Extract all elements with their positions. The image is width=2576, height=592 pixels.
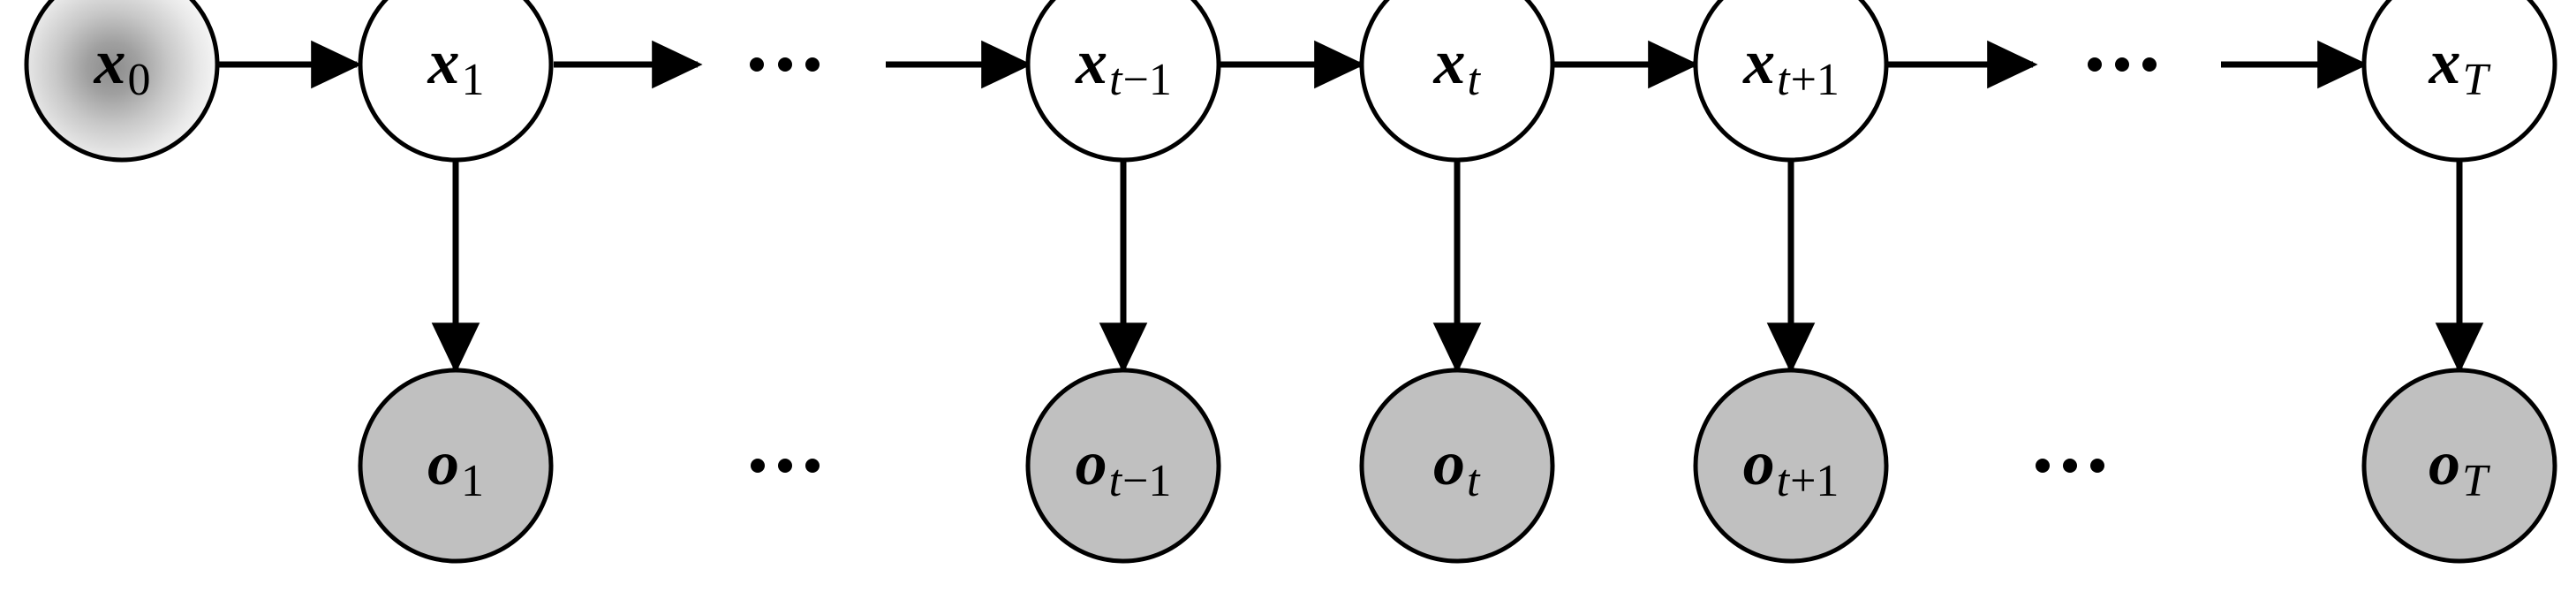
ellipses-group: [750, 57, 2157, 473]
latent-node-xt-plus-1: xt+1: [1693, 0, 1889, 163]
ellipsis-dot: [2036, 459, 2050, 473]
ellipsis-dot: [805, 57, 820, 72]
ellipsis-dot: [778, 459, 792, 473]
observed-node-circle: [1359, 368, 1555, 564]
observed-node-o1-label: o1: [427, 428, 484, 506]
latent-node-circle: [24, 0, 220, 163]
ellipsis-latent-left: [750, 57, 820, 72]
latent-node-xt: xt: [1359, 0, 1555, 163]
ellipsis-dot: [2088, 57, 2102, 72]
observed-node-ot-plus-1: ot+1: [1693, 368, 1889, 564]
ellipsis-dot: [2142, 57, 2157, 72]
observed-node-circle: [2361, 368, 2557, 564]
emission-edges-group: [431, 162, 2484, 374]
ellipsis-observed-right: [2036, 459, 2104, 473]
ellipsis-dot: [2115, 57, 2129, 72]
observed-nodes-group: o1 ot−1 ot ot+1 oT: [358, 368, 2557, 564]
latent-node-circle: [1359, 0, 1555, 163]
observed-node-circle: [1025, 368, 1221, 564]
ellipsis-dot: [778, 57, 792, 72]
latent-node-xt-minus-1: xt−1: [1025, 0, 1221, 163]
observed-node-o1: o1: [358, 368, 554, 564]
observed-node-ot: ot: [1359, 368, 1555, 564]
ellipsis-observed-left: [751, 459, 820, 473]
observed-node-ot-minus-1-label: ot−1: [1076, 428, 1172, 506]
latent-node-circle: [1025, 0, 1221, 163]
observed-node-ot-minus-1: ot−1: [1025, 368, 1221, 564]
latent-node-x0-label: x0: [94, 27, 151, 105]
ellipsis-dot: [2063, 459, 2077, 473]
ellipsis-dot: [751, 459, 765, 473]
observed-node-circle: [1693, 368, 1889, 564]
observed-node-oT-label: oT: [2429, 428, 2490, 506]
latent-node-xt-minus-1-label: xt−1: [1075, 27, 1172, 105]
latent-node-xT: xT: [2361, 0, 2557, 163]
latent-node-circle: [358, 0, 554, 163]
latent-node-x1-label: x1: [427, 27, 485, 105]
latent-node-xT-label: xT: [2428, 27, 2490, 105]
observed-node-ot-label: ot: [1433, 428, 1481, 506]
observed-node-ot-plus-1-label: ot+1: [1743, 428, 1839, 506]
observed-node-circle: [358, 368, 554, 564]
latent-node-circle: [2361, 0, 2557, 163]
latent-nodes-group: x0 x1 xt−1 xt xt+1 xT: [24, 0, 2557, 163]
ellipsis-dot: [805, 459, 820, 473]
observed-node-oT: oT: [2361, 368, 2557, 564]
ellipsis-latent-right: [2088, 57, 2157, 72]
ellipsis-dot: [2090, 459, 2104, 473]
ellipsis-dot: [750, 57, 764, 72]
latent-node-xt-label: xt: [1433, 27, 1482, 105]
latent-node-x0: x0: [24, 0, 220, 163]
latent-node-circle: [1693, 0, 1889, 163]
latent-node-xt-plus-1-label: xt+1: [1742, 27, 1839, 105]
latent-node-x1: x1: [358, 0, 554, 163]
